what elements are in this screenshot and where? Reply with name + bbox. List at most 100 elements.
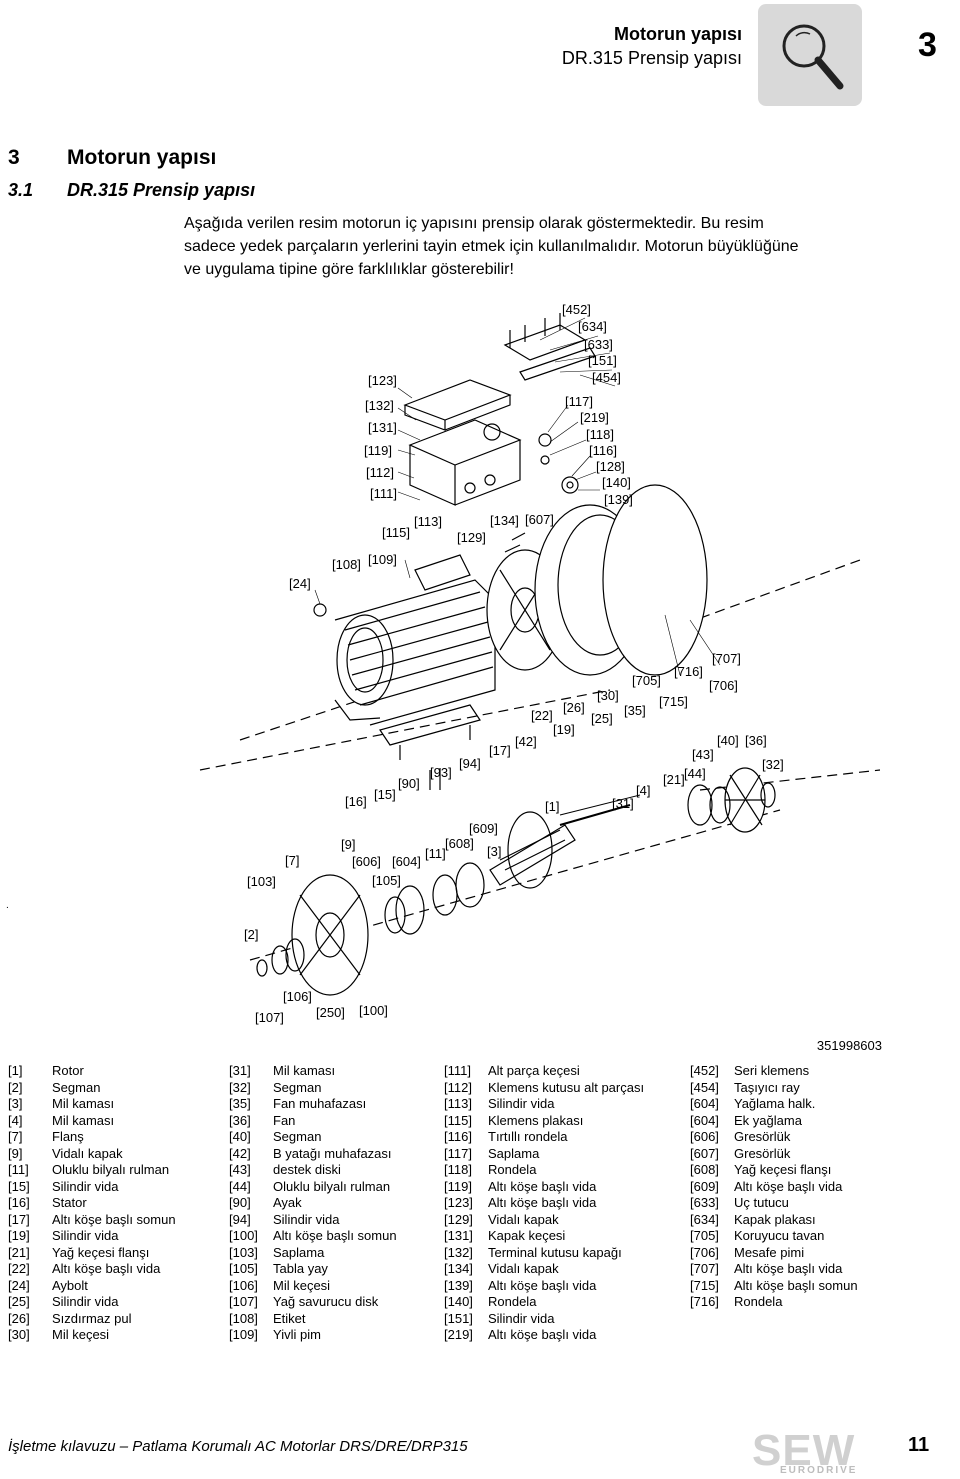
legend-part-name: Mil kaması <box>273 1063 336 1078</box>
part-label: [634] <box>578 319 607 334</box>
part-label: [30] <box>597 688 619 703</box>
part-label: [219] <box>580 410 609 425</box>
legend-part-number: [219] <box>444 1327 473 1342</box>
legend-part-name: Rotor <box>52 1063 84 1078</box>
part-label: [42] <box>515 734 537 749</box>
legend-part-name: Altı köşe başlı vida <box>52 1261 161 1276</box>
part-label: [716] <box>674 664 703 679</box>
part-label: [22] <box>531 708 553 723</box>
part-label: [606] <box>352 854 381 869</box>
legend-part-name: Silindir vida <box>52 1228 119 1243</box>
legend-part-name: Altı köşe başlı somun <box>273 1228 397 1243</box>
legend-row: [32]Segman <box>229 1080 439 1097</box>
legend-row: [123]Altı köşe başlı vida <box>444 1195 684 1212</box>
part-label: [116] <box>589 443 617 458</box>
legend-row: [604]Ek yağlama <box>690 1113 910 1130</box>
legend-row: [132]Terminal kutusu kapağı <box>444 1245 684 1262</box>
legend-part-name: Altı köşe başlı vida <box>488 1195 597 1210</box>
legend-part-number: [16] <box>8 1195 30 1210</box>
legend-part-number: [609] <box>690 1178 719 1194</box>
part-label: [32] <box>762 757 784 772</box>
part-label: [94] <box>459 756 481 771</box>
legend-part-number: [36] <box>229 1112 251 1128</box>
part-label: [103] <box>247 874 276 889</box>
legend-part-number: [715] <box>690 1277 719 1293</box>
legend-part-number: [15] <box>8 1178 30 1194</box>
legend-row: [705]Koruyucu tavan <box>690 1228 910 1245</box>
legend-part-name: Altı köşe başlı vida <box>734 1178 843 1194</box>
legend-part-name: Oluklu bilyalı rulman <box>273 1178 391 1194</box>
part-label: [715] <box>659 694 688 709</box>
legend-row: [151]Silindir vida <box>444 1311 684 1328</box>
part-label: [706] <box>709 678 738 693</box>
part-label: [24] <box>289 576 311 591</box>
legend-part-number: [43] <box>229 1162 251 1177</box>
legend-part-number: [19] <box>8 1228 30 1243</box>
legend-part-number: [608] <box>690 1162 719 1177</box>
legend-part-name: Mil keçesi <box>273 1277 331 1293</box>
legend-row: [119] Altı köşe başlı vida <box>444 1179 684 1196</box>
legend-part-name: Silindir vida <box>52 1294 119 1309</box>
legend-row: [139]Altı köşe başlı vida <box>444 1278 684 1295</box>
legend-part-number: [22] <box>8 1261 30 1276</box>
legend-row: [454]Taşıyıcı ray <box>690 1080 910 1097</box>
legend-column-2: [31]Mil kaması[32]Segman[35]Fan muhafaza… <box>229 1063 439 1344</box>
legend-part-name: Mil kaması <box>52 1112 115 1128</box>
legend-row: [131]Kapak keçesi <box>444 1228 684 1245</box>
part-label: [604] <box>392 854 421 869</box>
legend-row: [26]Sızdırmaz pul <box>8 1311 223 1328</box>
document-id: 351998603 <box>816 1038 882 1053</box>
stray-dot: . <box>6 900 9 911</box>
part-label: [16] <box>345 794 367 809</box>
legend-part-name: destek diski <box>273 1162 341 1177</box>
legend-part-name: Segman <box>273 1129 322 1144</box>
legend-part-number: [2] <box>8 1079 23 1095</box>
intro-line: Aşağıda verilen resim motorun iç yapısın… <box>184 215 764 232</box>
part-label: [36] <box>745 733 767 748</box>
legend-part-number: [139] <box>444 1277 473 1293</box>
part-label: [128] <box>596 459 625 474</box>
legend-part-name: Altı köşe başlı vida <box>734 1261 843 1276</box>
subsection-title: DR.315 Prensip yapısı <box>67 180 256 200</box>
legend-row: [16]Stator <box>8 1195 223 1212</box>
legend-part-name: Aybolt <box>52 1277 88 1293</box>
part-label: [35] <box>624 703 646 718</box>
legend-part-number: [118] <box>444 1162 472 1177</box>
legend-part-name: Altı köşe başlı vida <box>488 1178 597 1194</box>
legend-row: [9]Vidalı kapak <box>8 1146 223 1163</box>
legend-part-number: [129] <box>444 1211 473 1227</box>
legend-row: [103]Saplama <box>229 1245 439 1262</box>
legend-row: [30]Mil keçesi <box>8 1327 223 1344</box>
legend-part-name: Klemens plakası <box>488 1112 584 1128</box>
legend-part-number: [604] <box>690 1112 719 1128</box>
legend-part-number: [100] <box>229 1228 258 1243</box>
legend-part-number: [106] <box>229 1277 258 1293</box>
legend-part-number: [107] <box>229 1294 258 1309</box>
legend-part-number: [103] <box>229 1244 258 1260</box>
legend-part-name: Mil keçesi <box>52 1327 110 1342</box>
part-label: [151] <box>588 353 617 368</box>
legend-part-number: [119] <box>444 1178 472 1194</box>
legend-part-name: Etiket <box>273 1310 306 1326</box>
legend-part-number: [26] <box>8 1310 30 1326</box>
legend-part-number: [9] <box>8 1145 23 1161</box>
subsection-number: 3.1 <box>8 180 34 200</box>
legend-row: [116]Tırtıllı rondela <box>444 1129 684 1146</box>
part-label: [608] <box>445 836 474 851</box>
legend-part-number: [32] <box>229 1079 251 1095</box>
legend-row: [21]Yağ keçesi flanşı <box>8 1245 223 1262</box>
part-label: [106] <box>283 989 312 1004</box>
legend-part-number: [31] <box>229 1063 251 1078</box>
part-label: [117] <box>565 394 593 409</box>
legend-part-number: [3] <box>8 1096 23 1111</box>
legend-part-number: [90] <box>229 1195 251 1210</box>
part-label: [633] <box>584 337 613 352</box>
legend-row: [22] Altı köşe başlı vida <box>8 1261 223 1278</box>
legend-column-3: [111]Alt parça keçesi[112]Klemens kutusu… <box>444 1063 684 1344</box>
legend-part-name: Alt parça keçesi <box>488 1063 580 1078</box>
legend-row: [24]Aybolt <box>8 1278 223 1295</box>
legend-row: [19] Silindir vida <box>8 1228 223 1245</box>
legend-part-name: Silindir vida <box>273 1211 340 1227</box>
legend-part-name: Gresörlük <box>734 1129 791 1144</box>
legend-row: [36]Fan <box>229 1113 439 1130</box>
